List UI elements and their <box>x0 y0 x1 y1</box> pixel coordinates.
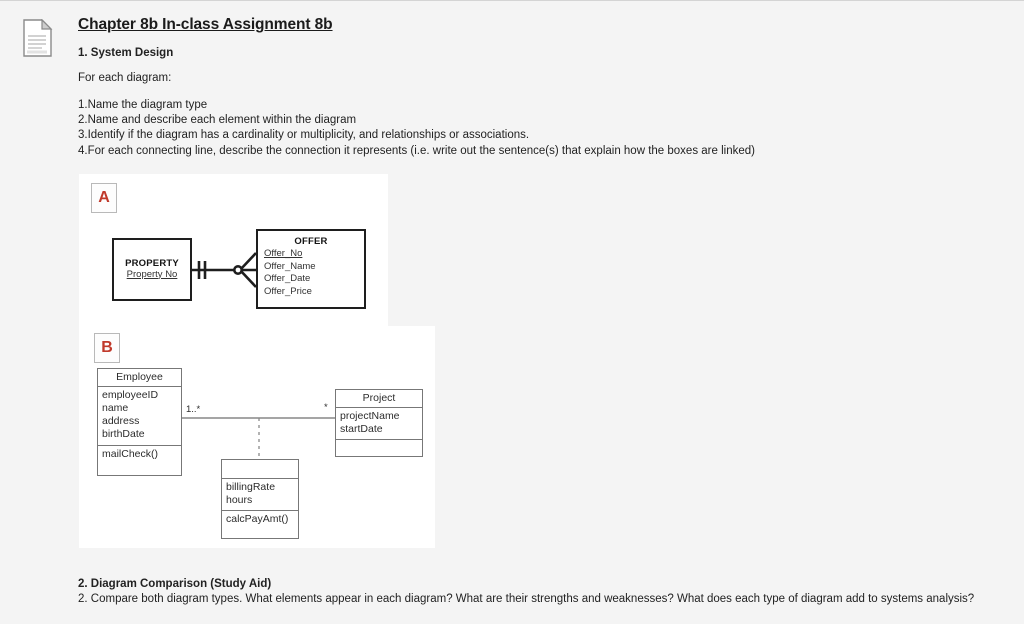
uml-attributes-compartment: projectName startDate <box>336 408 422 441</box>
uml-class-project: Project projectName startDate <box>335 389 423 457</box>
er-entity-name: OFFER <box>294 236 328 247</box>
list-item: 1.Name the diagram type <box>78 99 208 112</box>
section-2-text: 2. Compare both diagram types. What elem… <box>78 593 975 605</box>
uml-attribute: birthDate <box>102 428 145 441</box>
document-page-icon <box>23 18 53 57</box>
uml-attributes-compartment: billingRate hours <box>222 479 298 512</box>
list-item: 2.Name and describe each element within … <box>78 114 357 127</box>
uml-multiplicity-left: 1..* <box>186 404 201 415</box>
uml-operation: mailCheck() <box>102 447 159 460</box>
uml-operations-compartment: calcPayAmt() <box>222 511 298 529</box>
er-entity-offer: OFFER Offer_No Offer_Name Offer_Date Off… <box>256 229 366 309</box>
uml-class-employee: Employee employeeID name address birthDa… <box>97 368 182 476</box>
list-item: 3.Identify if the diagram has a cardinal… <box>78 129 530 142</box>
document-footer: 2. Diagram Comparison (Study Aid) 2. Com… <box>78 578 1008 605</box>
uml-attribute: hours <box>226 494 253 507</box>
list-item: 4.For each connecting line, describe the… <box>78 144 755 157</box>
uml-attribute: projectName <box>340 410 400 422</box>
uml-attributes-compartment: employeeID name address birthDate <box>98 387 181 446</box>
uml-operations-compartment <box>336 440 422 456</box>
uml-class-name: Employee <box>98 369 181 387</box>
page-title: Chapter 8b In-class Assignment 8b <box>78 16 333 33</box>
instruction-list: 1.Name the diagram type 2.Name and descr… <box>78 98 1008 159</box>
er-attribute: Offer_Price <box>264 285 312 297</box>
uml-multiplicity-right: * <box>324 402 328 413</box>
uml-attribute: startDate <box>340 423 383 436</box>
section-1-heading: 1. System Design <box>78 47 174 60</box>
document-body: Chapter 8b In-class Assignment 8b 1. Sys… <box>78 15 1008 159</box>
uml-attribute: address <box>102 415 140 428</box>
uml-class-name <box>222 460 298 479</box>
er-entity-name: PROPERTY <box>125 257 179 269</box>
diagram-a-tag: A <box>91 183 117 213</box>
er-attribute-primary-key: Offer_No <box>264 248 303 259</box>
uml-association-class: billingRate hours calcPayAmt() <box>221 459 299 539</box>
er-attribute-primary-key: Property No <box>126 268 178 280</box>
er-entity-property: PROPERTY Property No <box>112 238 192 301</box>
intro-paragraph: For each diagram: <box>78 72 172 85</box>
diagram-b-tag: B <box>94 333 120 363</box>
uml-operations-compartment: mailCheck() <box>98 446 181 464</box>
section-2-heading: 2. Diagram Comparison (Study Aid) <box>78 578 272 590</box>
er-attribute: Offer_Name <box>264 260 316 272</box>
uml-class-name: Project <box>336 390 422 408</box>
uml-attribute: billingRate <box>226 481 276 493</box>
uml-attribute: name <box>102 402 129 415</box>
uml-attribute: employeeID <box>102 389 159 401</box>
uml-operation: calcPayAmt() <box>226 513 289 526</box>
er-attribute: Offer_Date <box>264 273 311 285</box>
